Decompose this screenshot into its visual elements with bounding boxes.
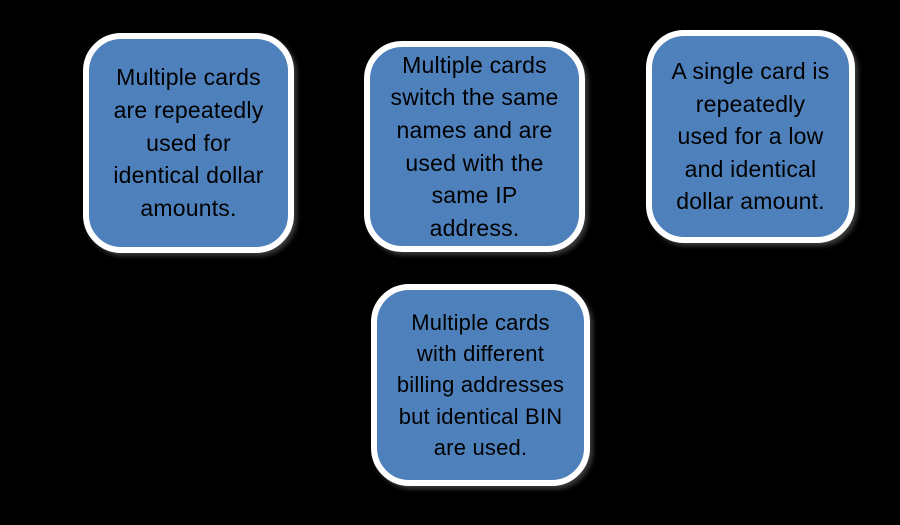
card-text: A single card is repeatedly used for a l… [671,57,830,215]
card-text: Multiple cards switch the same names and… [390,51,559,241]
card-multiple-cards-same-ip: Multiple cards switch the same names and… [364,41,585,252]
card-single-card-low-amount: A single card is repeatedly used for a l… [646,30,855,243]
card-multiple-cards-identical-amounts: Multiple cards are repeatedly used for i… [83,33,294,253]
card-text: Multiple cards with different billing ad… [396,309,565,460]
card-text: Multiple cards are repeatedly used for i… [113,64,264,221]
card-multiple-cards-identical-bin: Multiple cards with different billing ad… [371,284,590,486]
